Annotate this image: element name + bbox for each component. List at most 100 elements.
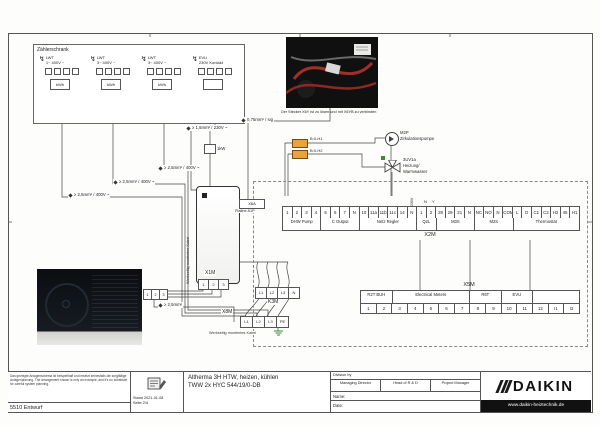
terminal-group-label: Electrical Meters (391, 291, 469, 304)
terminal-cell: 5 (422, 304, 439, 313)
x2m-n-label: N (424, 199, 427, 204)
cable-label-230v: ≥ 1,5mm² / 230V ~ (186, 125, 229, 131)
diamond-marker-icon (241, 117, 246, 123)
terminal-cell: 7 (339, 207, 349, 219)
terminal-cell: 5 (320, 207, 330, 219)
terminal-cell: 1 (367, 306, 370, 311)
meter-group-voltage: 3~ 400V ~ (96, 59, 116, 65)
terminal-cell: 6 (329, 207, 340, 219)
terminal-cell: 1 (416, 207, 426, 219)
factory-cable-label-horizontal: Werkseitig montiertes Kabel (208, 331, 258, 335)
terminal-cell: L1 (244, 319, 249, 324)
drawing-title-line2: TWW 2x HYC 544/19/0-DB (188, 382, 261, 389)
disclaimer-cell: Das gezeigte Anlagenschema ist beispielh… (8, 372, 130, 412)
terminal-cell: 3 (301, 207, 311, 219)
unit-display (202, 193, 207, 198)
x2m-y-label: Y (432, 199, 435, 204)
terminal-group-label: Q2L (415, 218, 436, 230)
cable-spec: 0,75mm² / sig (247, 117, 274, 122)
indoor-switchbox-boundary (253, 181, 588, 347)
kwh-meter: kWh (50, 79, 70, 91)
kwh-meter: kWh (101, 79, 121, 91)
diamond-marker-icon (113, 179, 118, 185)
lightning-icon: ↯ (192, 56, 198, 63)
x2m-230v-label: 230V (410, 197, 414, 206)
terminal-cell: L3 (264, 317, 276, 327)
cable-label-400v-1: ≥ 2,5mm² / 400V ~ (158, 165, 201, 171)
valve-id: 3UV1a (403, 157, 416, 162)
three-way-valve-icon (384, 160, 401, 173)
terminal-cell: PE (276, 317, 288, 327)
cable-spec: ≥ 2,5mm² / 400V ~ (74, 192, 110, 197)
valve-actuator-icon (381, 156, 385, 160)
terminal-cell: 3 (159, 290, 167, 299)
role-head-rd: Head of R & D (380, 380, 430, 391)
terminal-cell: N (463, 207, 474, 219)
terminal-group-label (532, 291, 579, 304)
daikin-logo: DAIKIN (481, 372, 591, 400)
terminal-cell: 2 (151, 290, 159, 299)
terminal-cell: 29 (444, 207, 455, 219)
terminal-cell: N (406, 207, 417, 219)
diamond-marker-icon (158, 165, 163, 171)
fuse-label-h2: B:0-H2 (309, 148, 324, 153)
terminal-cell: 2 (375, 304, 392, 313)
lightning-icon: ↯ (90, 56, 96, 63)
diamond-marker-icon (186, 125, 191, 131)
factory-cable-label-vertical: Werkseitig montiertes Kabel (186, 236, 190, 284)
role-managing-director: Managing Director (339, 381, 372, 385)
terminal-cell: 7 (453, 304, 470, 313)
meter-group-voltage: 230V Kontakt (198, 59, 223, 65)
outdoor-unit-photo (37, 269, 142, 345)
terminal-group-label: Netz Regler (358, 218, 416, 230)
division-by-label: Division by (331, 372, 480, 380)
terminal-cell: 12 (532, 304, 548, 313)
terminal-cell: N (349, 207, 359, 219)
date-row: Date: (333, 403, 344, 408)
photo-caption: Der Stecker X6Y ist zu lösen und mit X6Y… (281, 110, 385, 115)
meter-group-type: LWT (147, 55, 157, 60)
terminal-cell: 11c (387, 207, 397, 219)
diamond-marker-icon (158, 302, 163, 308)
terminal-cell: 10 (358, 207, 369, 219)
terminal-cell: I1 (547, 304, 564, 313)
terminal-cell: 4 (406, 304, 423, 313)
document-number: 5510 Entwurf (8, 402, 130, 412)
fuse-label-h1: B:0-H1 (309, 136, 324, 141)
revision-cell: Stand 2021-01-08 Seite 2/4 (130, 372, 183, 412)
terminal-cell: 2 (208, 280, 218, 289)
heat-exchanger-slats (92, 275, 138, 331)
terminal-cell: N (288, 288, 299, 298)
website-bar: www.daikin-heiztechnik.de (481, 400, 591, 412)
cable-label-400v-2: ≥ 2,5mm² / 400V ~ (113, 179, 156, 185)
terminal-cell: C1 (531, 207, 541, 219)
terminal-cell: 8 (469, 304, 485, 313)
circulation-pump-icon (385, 132, 399, 146)
cable-spec: ≥ 1,5mm² / 230V ~ (192, 125, 228, 130)
meter-terminals (45, 68, 87, 76)
title-block: Das gezeigte Anlagenschema ist beispielh… (8, 371, 591, 412)
terminal-group-label: R2T BUH (367, 292, 386, 297)
terminal-cell: 10 (500, 304, 517, 313)
disclaimer-en: The arrangement shown is only an example… (10, 378, 128, 387)
disclaimer-de: Das gezeigte Anlagenschema ist beispielh… (10, 374, 127, 383)
terminal-cell: 6 (438, 304, 454, 313)
indoor-unit (196, 186, 240, 284)
terminal-cell: L1 (258, 290, 264, 295)
brand-name: DAIKIN (512, 377, 574, 395)
evu-contact-box (203, 79, 223, 91)
diamond-marker-icon (68, 192, 73, 198)
terminal-cell: 11 (516, 304, 532, 313)
kwh-meter: kWh (152, 79, 172, 91)
terminal-group-label: R6T (469, 291, 501, 304)
meter-terminals (147, 68, 189, 76)
meter-cabinet-label: Zählerschrank (37, 47, 69, 53)
